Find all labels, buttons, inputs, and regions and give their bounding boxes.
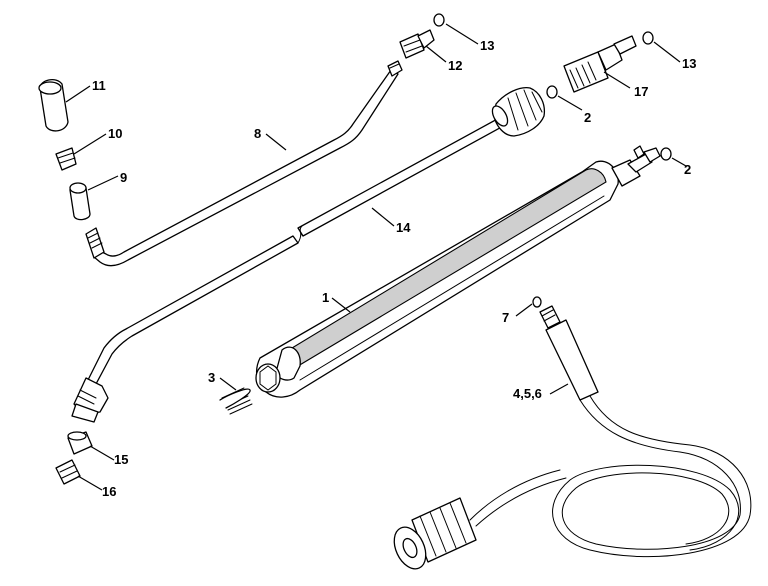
callout-9: 9 (120, 170, 127, 185)
callout-2a: 2 (584, 110, 591, 125)
o-ring-7 (532, 296, 542, 308)
callout-8: 8 (254, 126, 261, 141)
o-ring-2a (546, 85, 558, 99)
part-15-nut (67, 431, 93, 455)
part-10-nozzle (55, 147, 77, 171)
part-11-cap (38, 78, 69, 132)
o-ring-13a (433, 13, 445, 27)
callout-13b: 13 (682, 56, 696, 71)
callout-14: 14 (396, 220, 411, 235)
callout-17: 17 (634, 84, 648, 99)
callout-12: 12 (448, 58, 462, 73)
leader-lines (65, 23, 687, 491)
part-1-spray-tube (255, 145, 661, 398)
part-14-lance-grip (71, 87, 546, 423)
part-17-quick-coupling (563, 35, 637, 93)
callout-2b: 2 (684, 162, 691, 177)
o-ring-2b (660, 147, 672, 161)
part-8-bent-lance (85, 60, 403, 267)
o-ring-13b (642, 31, 654, 45)
callout-15: 15 (114, 452, 128, 467)
callout-7: 7 (502, 310, 509, 325)
callout-16: 16 (102, 484, 116, 499)
callout-3: 3 (208, 370, 215, 385)
part-9-coupling (69, 182, 91, 221)
part-4-5-6-hose (393, 305, 752, 570)
callout-1: 1 (322, 290, 329, 305)
part-12-adapter (399, 29, 435, 59)
part-3-spring (219, 387, 253, 415)
part-16-nozzle (55, 459, 81, 485)
callout-13a: 13 (480, 38, 494, 53)
callout-labels: 1 2 2 3 4,5,6 7 8 9 10 11 12 13 13 14 15… (92, 38, 696, 499)
callout-11: 11 (92, 78, 106, 93)
callout-4-5-6: 4,5,6 (513, 386, 542, 401)
callout-10: 10 (108, 126, 122, 141)
